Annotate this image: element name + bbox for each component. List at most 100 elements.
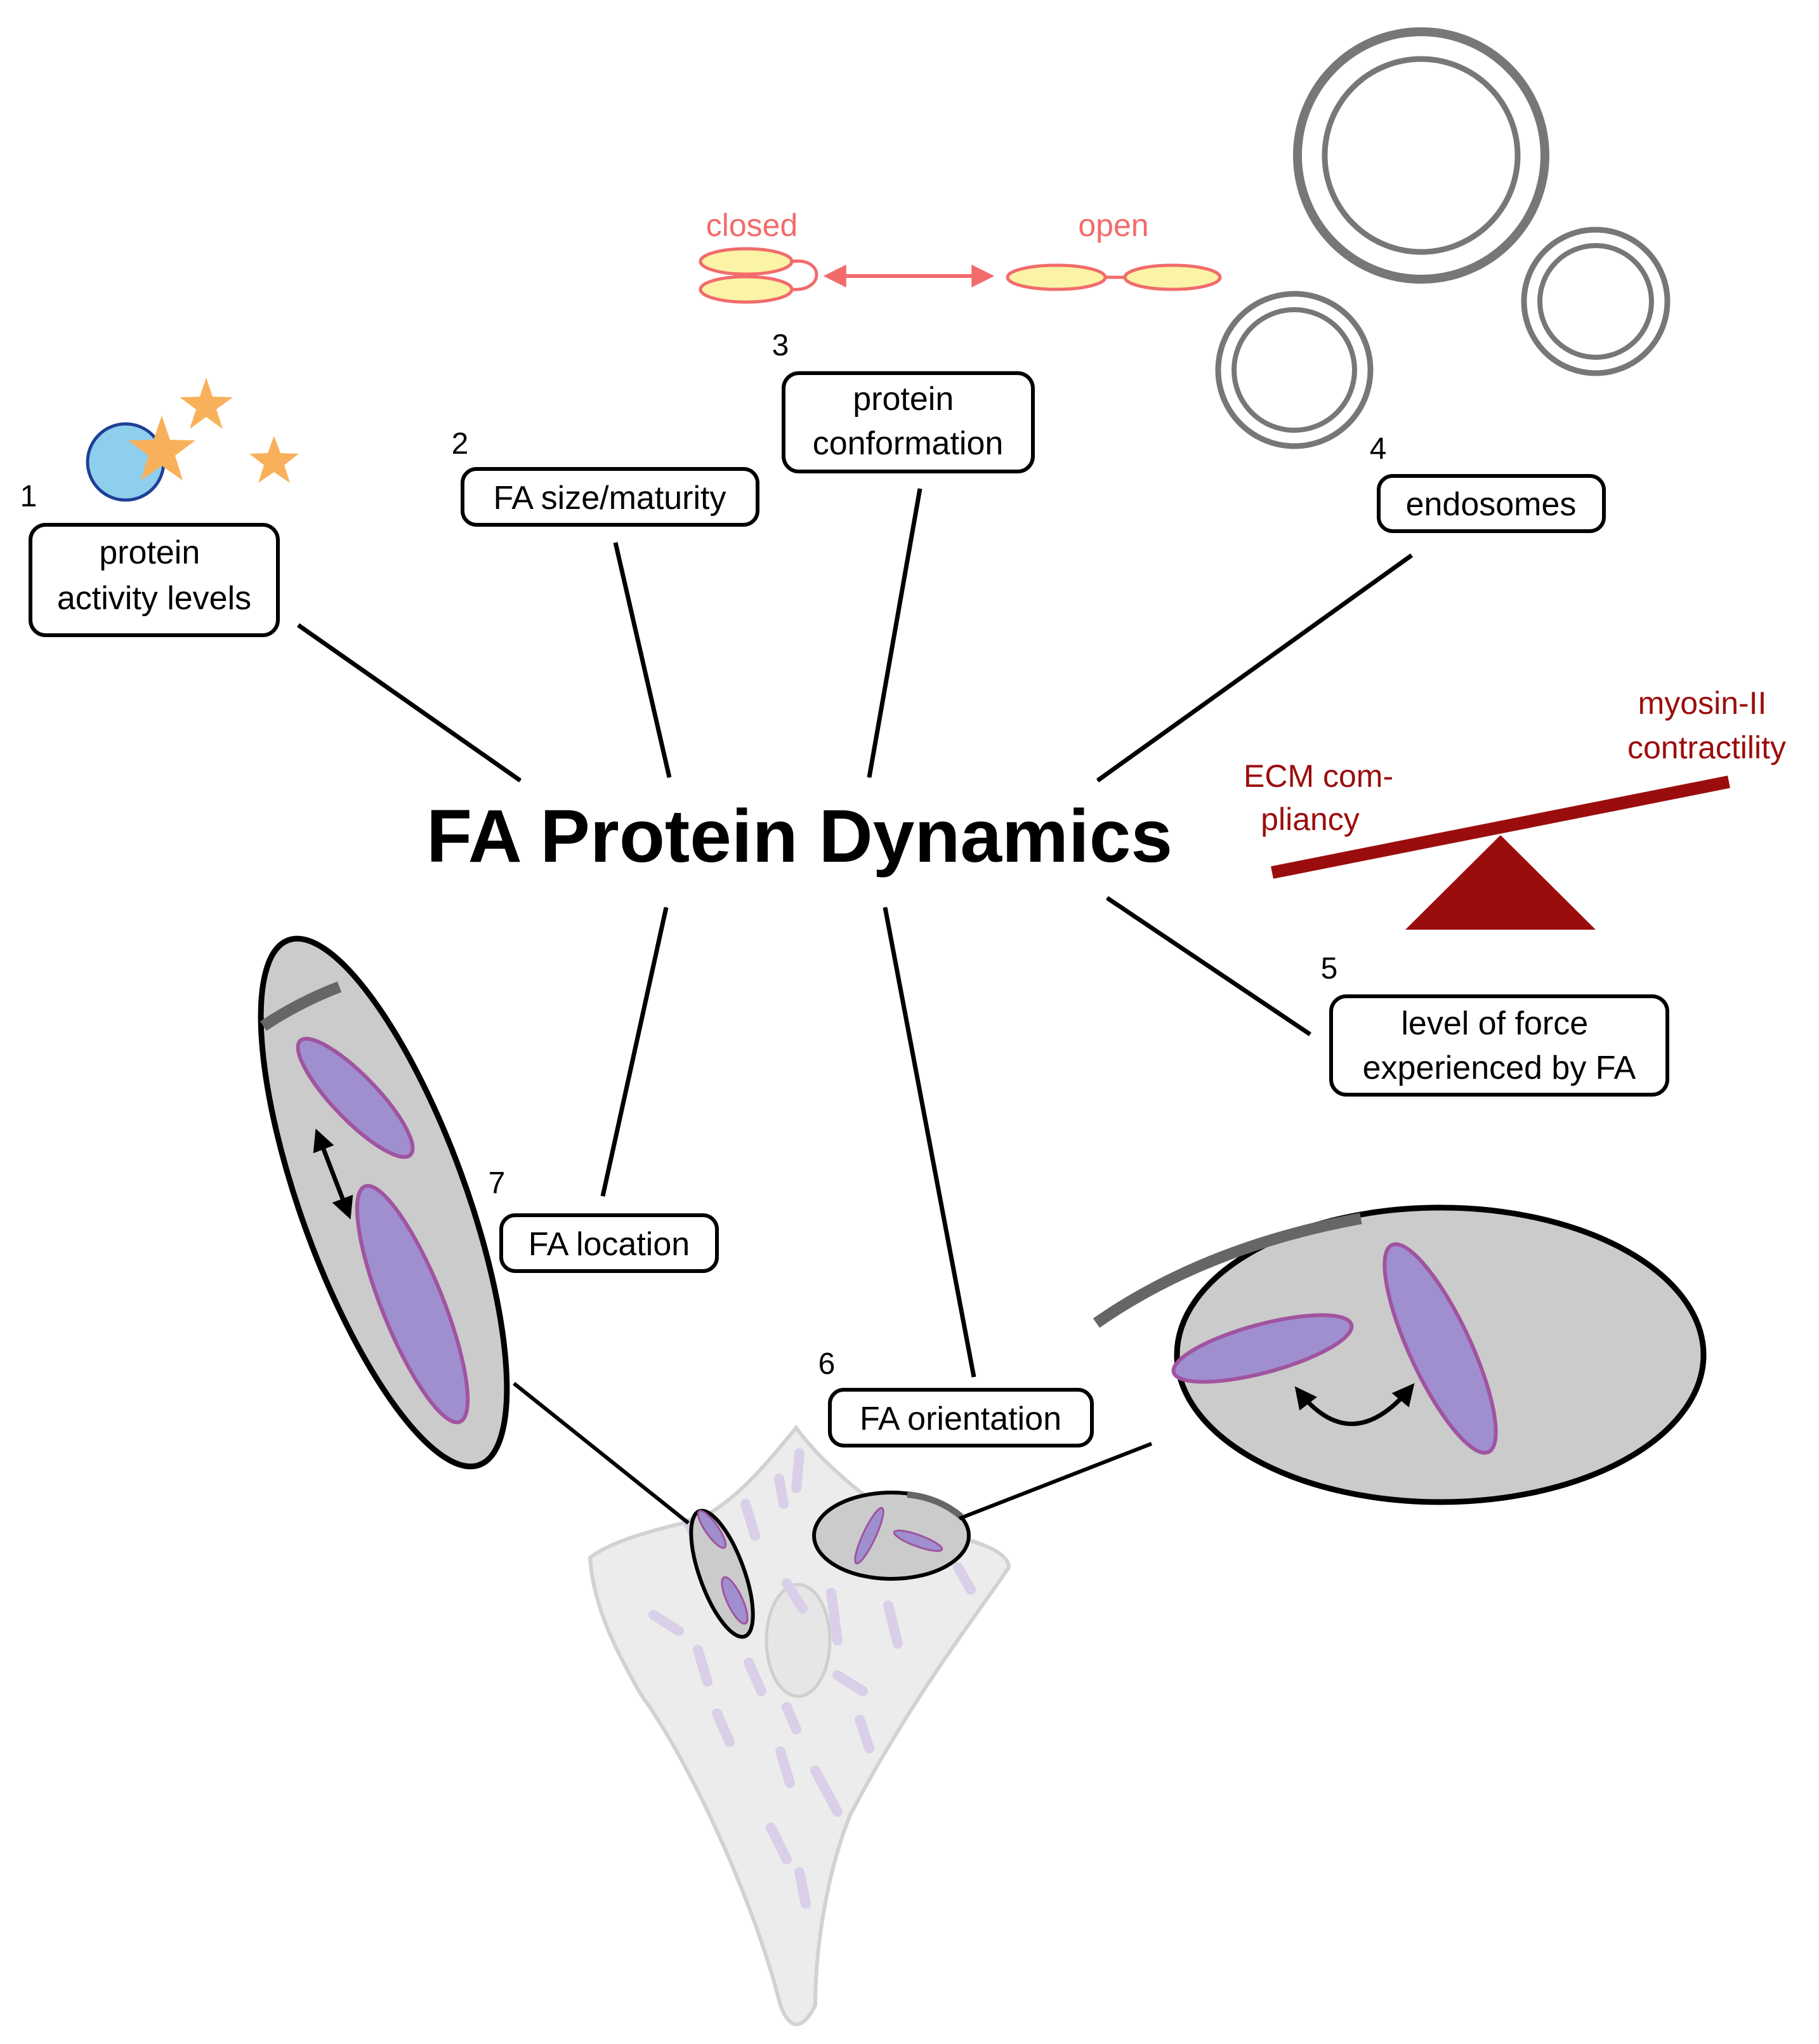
cell-zoom-region-right xyxy=(812,1491,971,1581)
factor-3-box xyxy=(782,371,1035,473)
arrow-2 xyxy=(613,542,672,779)
arrow-5 xyxy=(1106,896,1311,1036)
seesaw-left-label: ECM com- pliancy xyxy=(1244,758,1402,837)
star-icon xyxy=(128,416,195,480)
location-double-arrow xyxy=(313,1128,353,1220)
cell-adhesion xyxy=(883,1600,903,1649)
endosome-large-inner xyxy=(1322,56,1521,255)
closed-protein-domain xyxy=(699,247,794,276)
cell-adhesion xyxy=(693,1645,712,1687)
star-icon xyxy=(249,436,299,483)
cell-adhesion xyxy=(740,1499,760,1541)
fa-orientation-zoom xyxy=(1093,1204,1707,1505)
arrows-group xyxy=(296,488,1414,1378)
mini-adhesion xyxy=(721,1576,749,1625)
zoom-left-cell-edge xyxy=(259,981,342,1031)
cell-adhesion xyxy=(832,1670,868,1696)
star-icon xyxy=(180,378,233,429)
factor-2-number: 2 xyxy=(452,427,469,461)
endosome-left-inner xyxy=(1231,307,1357,433)
arrow-6 xyxy=(883,906,976,1378)
seesaw-illustration: ECM com- pliancy myosin-II contractility xyxy=(1244,685,1786,930)
factor-3-line: conformation xyxy=(813,425,1004,462)
main-title: FA Protein Dynamics xyxy=(426,795,1172,878)
factor-4-label: endosomes xyxy=(1406,486,1577,523)
fa-adhesion-lower xyxy=(355,1184,470,1425)
cell-adhesion xyxy=(791,1448,804,1493)
open-label: open xyxy=(1078,208,1148,243)
seesaw-fulcrum xyxy=(1405,835,1596,930)
seesaw-beam xyxy=(1271,775,1730,879)
closed-protein xyxy=(699,247,818,304)
closed-label: closed xyxy=(706,208,798,243)
endosome-right-inner xyxy=(1537,243,1654,360)
factor-2-box xyxy=(461,467,759,527)
cell-adhesion xyxy=(855,1715,874,1753)
factor-1-line: activity levels xyxy=(57,580,251,617)
closed-protein-linker xyxy=(791,259,818,291)
cell-adhesion xyxy=(953,1562,976,1595)
fa-adhesion-horizontal xyxy=(1171,1313,1354,1384)
open-protein-domain xyxy=(1123,263,1222,291)
factor-7-box xyxy=(499,1213,719,1273)
factor-1-label: protein activity levels xyxy=(57,534,251,617)
cell-adhesion xyxy=(712,1708,735,1747)
zoom-connector-left xyxy=(513,1381,690,1525)
factor-4-number: 4 xyxy=(1370,432,1387,466)
endosome-large-outer xyxy=(1293,27,1549,284)
arrow-1 xyxy=(296,623,522,782)
zoom-connector-right xyxy=(958,1442,1153,1520)
fa-adhesion-upper xyxy=(296,1036,415,1159)
factor-3-number: 3 xyxy=(772,329,789,362)
factor-5-line: level of force xyxy=(1401,1005,1588,1042)
seesaw-right-line: contractility xyxy=(1627,730,1786,765)
factor-2-label: FA size/maturity xyxy=(494,480,726,517)
factor-3-line: protein xyxy=(853,381,954,418)
fa-location-zoom xyxy=(258,935,510,1470)
factor-7-label: FA location xyxy=(529,1226,690,1263)
factor-1-box xyxy=(29,523,280,637)
cell-adhesion xyxy=(794,1867,811,1909)
factor-1-illustration xyxy=(86,378,299,502)
seesaw-left-line: ECM com- xyxy=(1244,758,1393,794)
open-protein-domain xyxy=(1006,263,1107,291)
open-protein xyxy=(1006,263,1222,291)
factor-7-number: 7 xyxy=(489,1166,506,1200)
mini-adhesion xyxy=(854,1507,884,1565)
factor-5-box xyxy=(1329,994,1669,1097)
factor-6-label: FA orientation xyxy=(860,1401,1061,1437)
arrow-4 xyxy=(1096,553,1414,782)
cell-adhesion xyxy=(648,1610,684,1636)
factor-5-line: experienced by FA xyxy=(1363,1050,1636,1086)
cell-adhesion xyxy=(782,1702,801,1734)
seesaw-right-line: myosin-II xyxy=(1638,685,1767,721)
factor-4-box xyxy=(1377,474,1606,533)
factor-1-line: protein xyxy=(99,534,200,571)
closed-protein-domain xyxy=(699,275,794,304)
fa-adhesion-diagonal xyxy=(1382,1242,1498,1455)
factor-6-number: 6 xyxy=(818,1347,836,1381)
endosome-left-outer xyxy=(1215,291,1374,449)
cell-zoom-adhesions xyxy=(697,1507,943,1625)
cell-nucleus xyxy=(765,1583,832,1698)
cell-illustration xyxy=(588,1425,1011,2026)
mini-adhesion xyxy=(893,1529,943,1552)
cell-adhesion xyxy=(766,1823,792,1864)
cell-adhesion xyxy=(782,1578,808,1614)
factor-1-number: 1 xyxy=(20,480,37,513)
cell-adhesion xyxy=(774,1474,789,1509)
factor-3-label: protein conformation xyxy=(813,381,1004,462)
endosomes-illustration xyxy=(1215,27,1671,449)
cell-adhesion xyxy=(826,1588,843,1645)
cell-adhesions xyxy=(648,1448,976,1909)
conformation-illustration: closed open xyxy=(699,208,1222,304)
cell-adhesion xyxy=(810,1765,843,1817)
seesaw-right-label: myosin-II contractility xyxy=(1627,685,1786,765)
mini-adhesion xyxy=(697,1510,727,1549)
cell-adhesion xyxy=(744,1658,766,1696)
arrow-7 xyxy=(600,906,669,1197)
endosome-right-outer xyxy=(1521,227,1671,376)
cell-zoom-region-right-edge xyxy=(907,1491,964,1519)
factor-6-box xyxy=(828,1388,1094,1447)
